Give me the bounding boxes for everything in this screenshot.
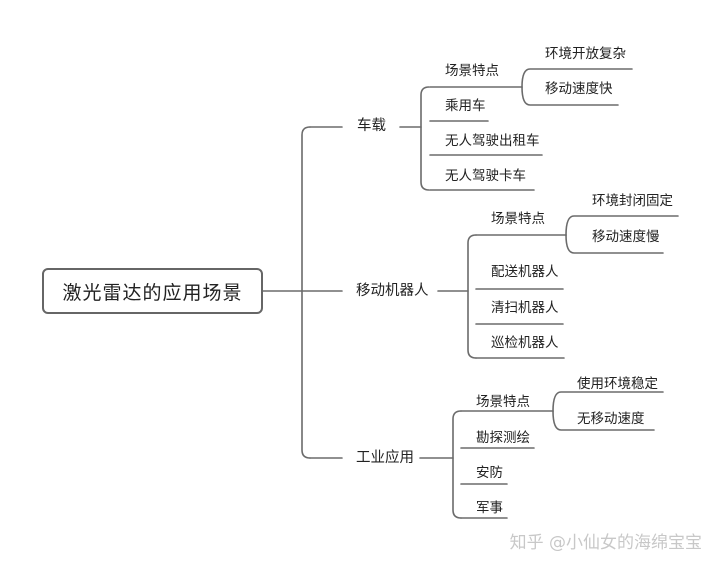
watermark: 知乎 @小仙女的海绵宝宝 [509,533,702,553]
branch-mobile-robot: 移动机器人 [356,283,429,299]
robot-cleaning: 清扫机器人 [491,300,559,316]
vehicle-passenger-car: 乘用车 [445,98,486,114]
branch-vehicle: 车载 [357,118,386,134]
branch-industrial: 工业应用 [356,450,414,466]
robot-delivery: 配送机器人 [491,264,559,280]
robot-scene-features: 场景特点 [491,211,545,227]
industrial-scene-features: 场景特点 [476,394,530,410]
industrial-survey-mapping: 勘探测绘 [476,430,530,446]
industrial-security: 安防 [476,465,503,481]
robot-feature-closed-fixed: 环境封闭固定 [592,193,673,209]
industrial-feature-no-motion: 无移动速度 [577,411,645,427]
industrial-feature-stable-env: 使用环境稳定 [577,376,658,392]
industrial-military: 军事 [476,500,503,516]
root-node: 激光雷达的应用场景 [42,268,263,314]
vehicle-feature-fast-speed: 移动速度快 [545,81,613,97]
vehicle-robotaxi: 无人驾驶出租车 [445,133,540,149]
vehicle-scene-features: 场景特点 [445,63,499,79]
vehicle-autonomous-truck: 无人驾驶卡车 [445,168,526,184]
robot-inspection: 巡检机器人 [491,335,559,351]
root-label: 激光雷达的应用场景 [62,281,243,304]
robot-feature-slow-speed: 移动速度慢 [592,229,660,245]
vehicle-feature-open-complex: 环境开放复杂 [545,46,626,62]
